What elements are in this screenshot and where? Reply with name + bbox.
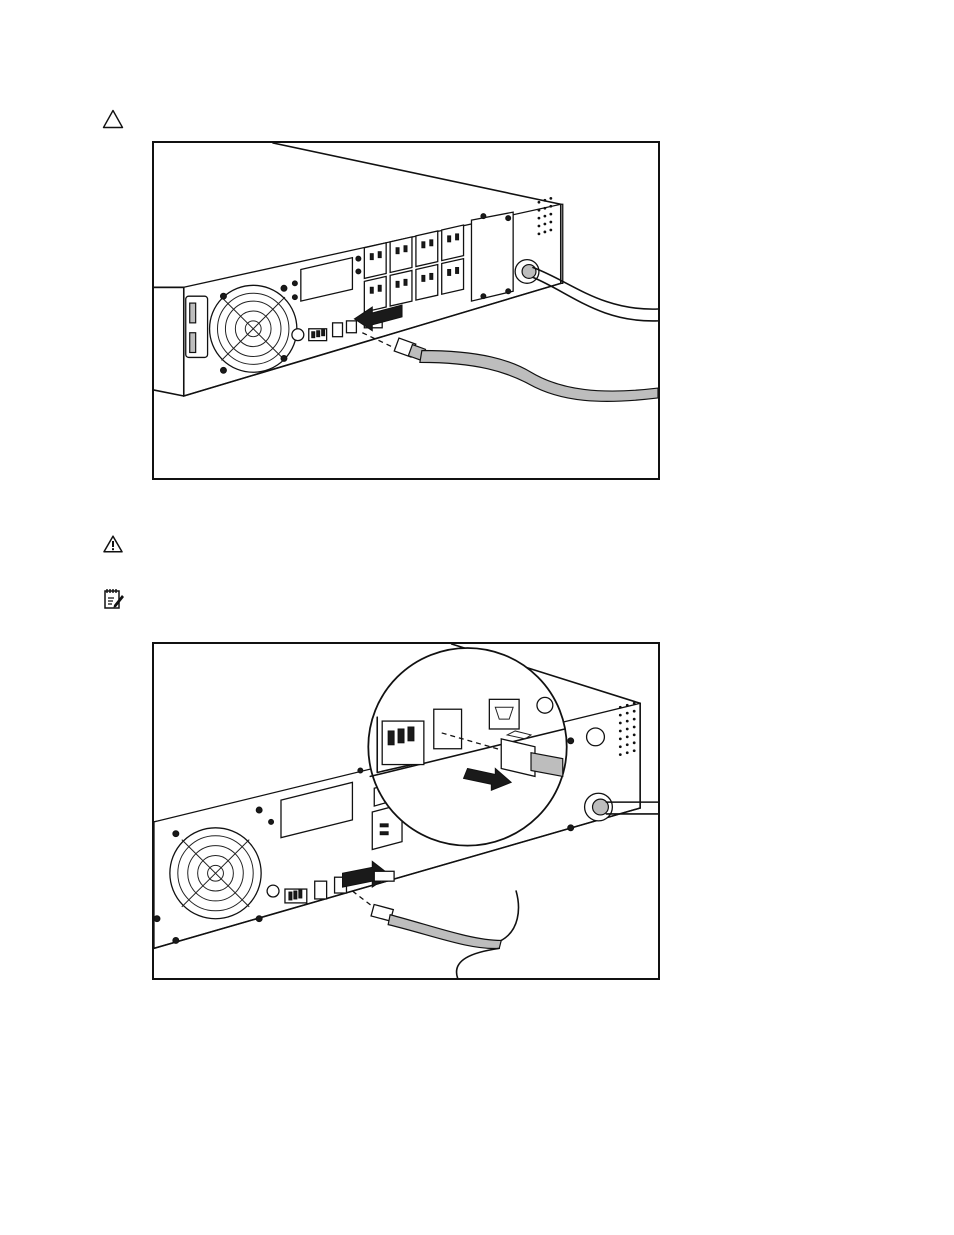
ups-rear-panel-illustration [154,143,658,478]
ups-rear-panel-detail-illustration [154,644,658,978]
important-note-icon [103,588,125,610]
figure-disconnect-communications-cable [152,642,660,980]
caution-triangle-icon [102,109,124,129]
warning-triangle-icon [103,535,123,553]
figure-connect-communications-cable [152,141,660,480]
